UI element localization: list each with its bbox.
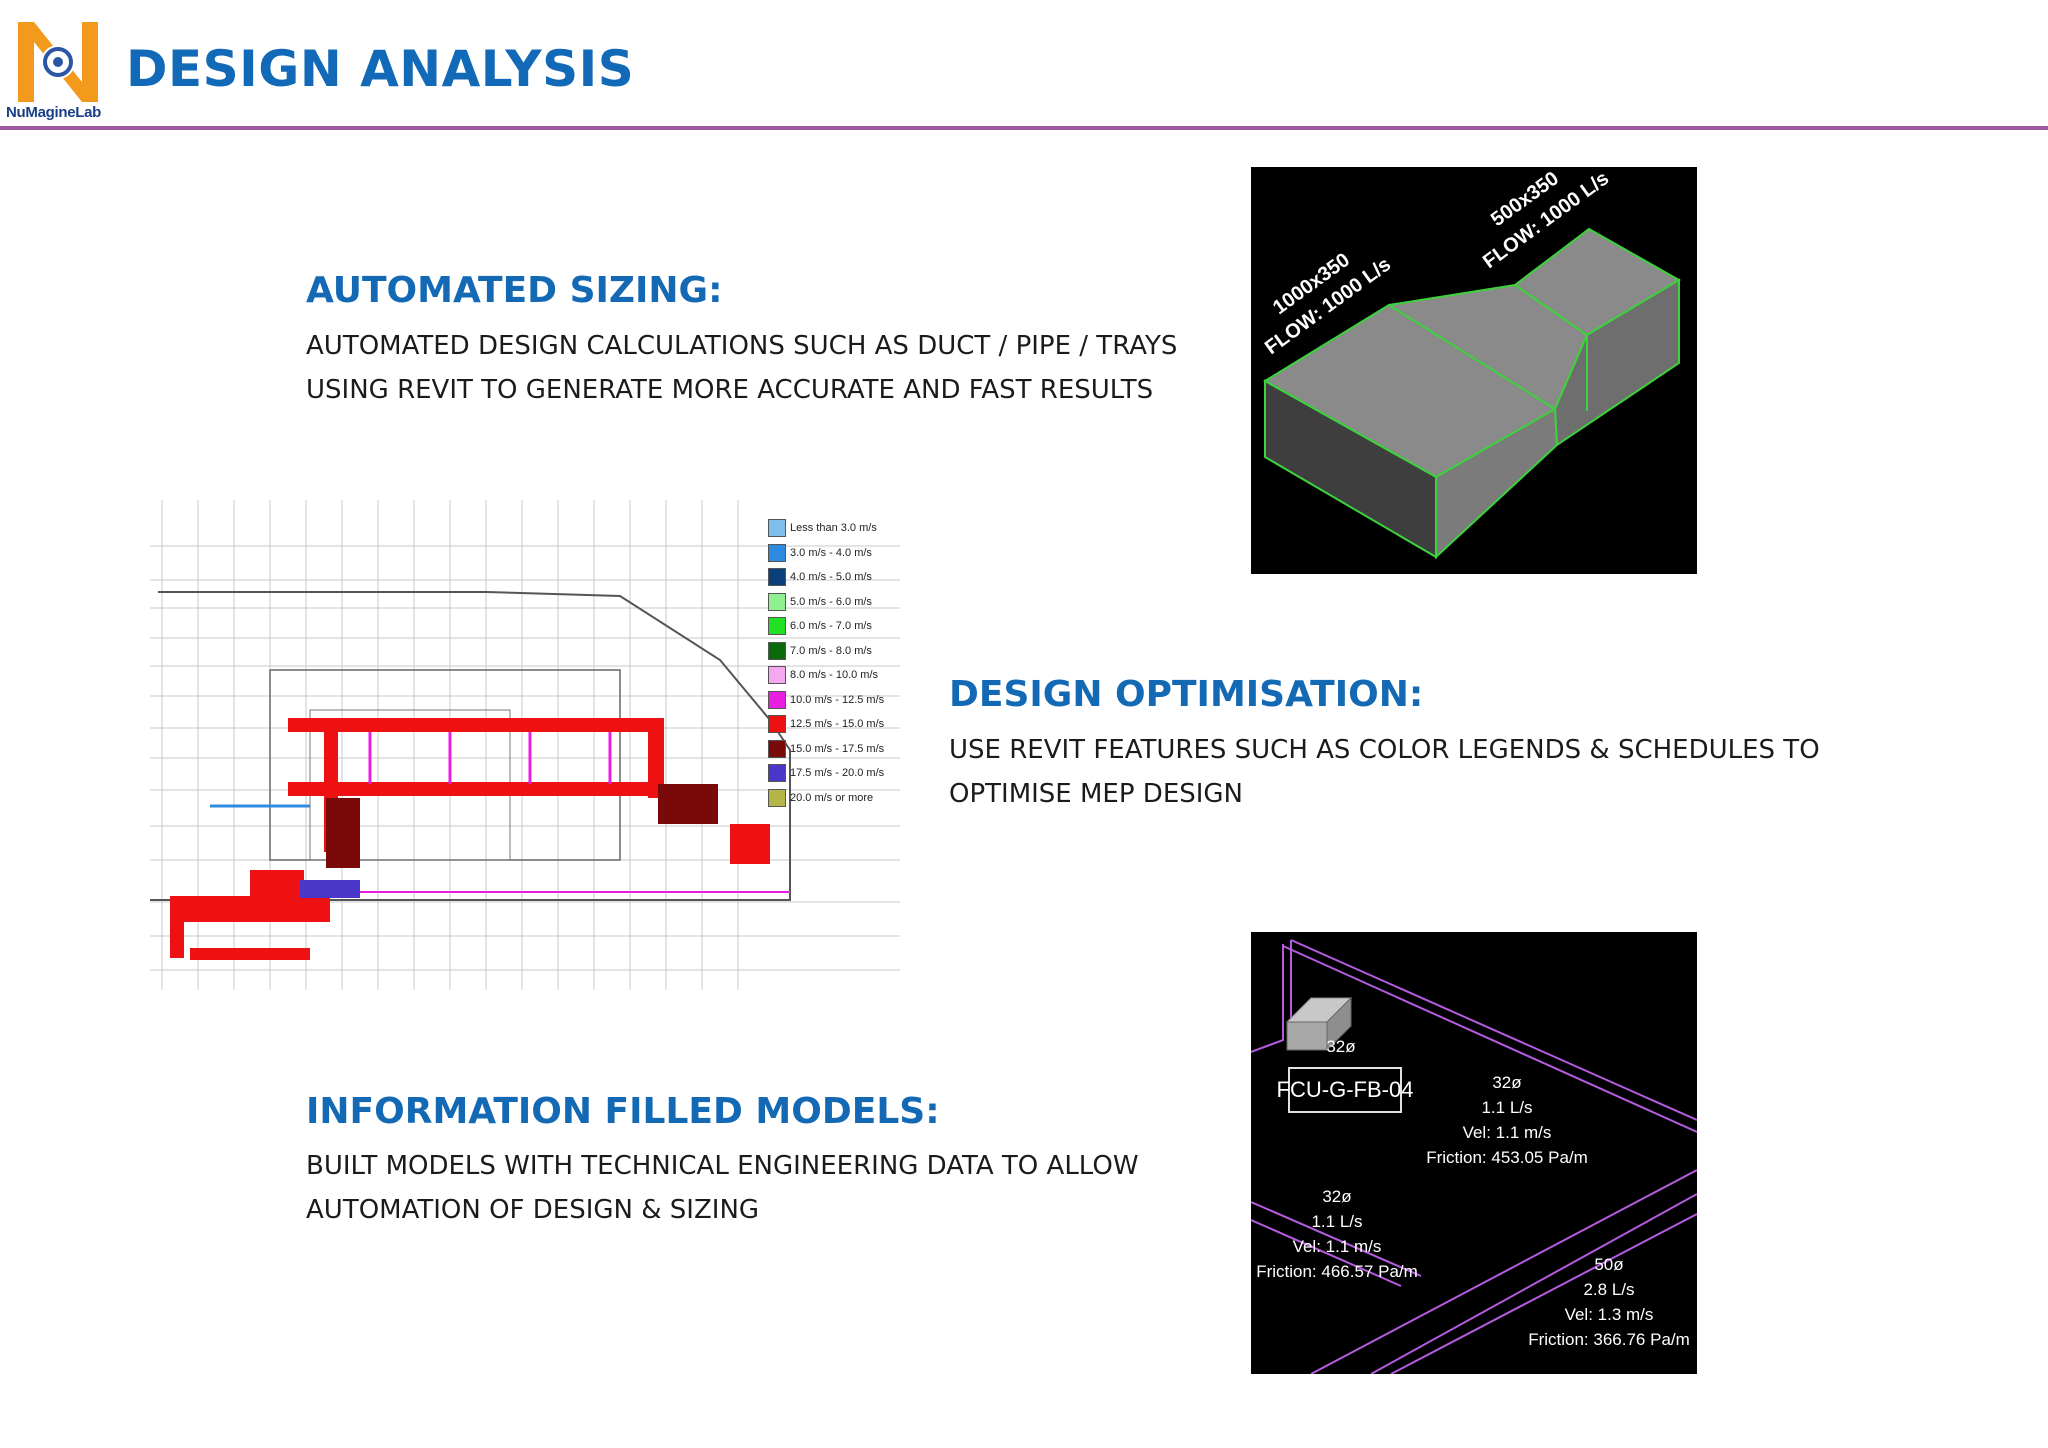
legend-swatch [768, 568, 786, 587]
text-line: OPTIMISE MEP DESIGN [949, 779, 1244, 809]
legend-label: 5.0 m/s - 6.0 m/s [790, 595, 872, 608]
legend-label: 4.0 m/s - 5.0 m/s [790, 571, 872, 584]
pipe1-line: 32ø [1492, 1073, 1521, 1092]
legend-swatch [768, 739, 786, 758]
velocity-legend: Less than 3.0 m/s 3.0 m/s - 4.0 m/s 4.0 … [768, 516, 884, 810]
legend-label: 7.0 m/s - 8.0 m/s [790, 644, 872, 657]
information-models-heading: INFORMATION FILLED MODELS: [306, 1091, 940, 1132]
legend-swatch [768, 543, 786, 562]
legend-swatch [768, 715, 786, 734]
unit-tag: FCU-G-FB-04 [1277, 1077, 1414, 1102]
text-line: AUTOMATION OF DESIGN & SIZING [306, 1195, 760, 1225]
pipe2-line: 32ø [1322, 1187, 1351, 1206]
legend-swatch [768, 690, 786, 709]
legend-swatch [768, 641, 786, 660]
text-line: USING REVIT TO GENERATE MORE ACCURATE AN… [306, 375, 1154, 405]
legend-swatch [768, 592, 786, 611]
text-line: AUTOMATED DESIGN CALCULATIONS SUCH AS DU… [306, 331, 1178, 361]
legend-item: 3.0 m/s - 4.0 m/s [768, 541, 884, 566]
duct-sizing-image: 1000x350 FLOW: 1000 L/s 500x350 FLOW: 10… [1251, 167, 1697, 574]
header-divider [0, 126, 2048, 130]
legend-item: 12.5 m/s - 15.0 m/s [768, 712, 884, 737]
automated-sizing-text: AUTOMATED DESIGN CALCULATIONS SUCH AS DU… [306, 324, 1177, 412]
legend-item: 10.0 m/s - 12.5 m/s [768, 688, 884, 713]
text-line: USE REVIT FEATURES SUCH AS COLOR LEGENDS… [949, 735, 1820, 765]
logo-wordmark: NuMagineLab [6, 104, 102, 121]
pipe1-line: Vel: 1.1 m/s [1463, 1123, 1552, 1142]
dia-label: 32ø [1326, 1037, 1355, 1056]
legend-label: 6.0 m/s - 7.0 m/s [790, 620, 872, 633]
legend-swatch [768, 519, 786, 538]
legend-item: 4.0 m/s - 5.0 m/s [768, 565, 884, 590]
pipe2-line: Vel: 1.1 m/s [1293, 1237, 1382, 1256]
pipe2-line: 1.1 L/s [1311, 1212, 1362, 1231]
pipe2-line: Friction: 466.57 Pa/m [1256, 1262, 1418, 1281]
page-title: DESIGN ANALYSIS [126, 40, 635, 98]
legend-item: 7.0 m/s - 8.0 m/s [768, 639, 884, 664]
legend-item: Less than 3.0 m/s [768, 516, 884, 541]
legend-label: 20.0 m/s or more [790, 791, 874, 804]
pipe3-line: Friction: 366.76 Pa/m [1528, 1330, 1690, 1349]
legend-label: 12.5 m/s - 15.0 m/s [790, 718, 885, 731]
pipe1-line: 1.1 L/s [1481, 1098, 1532, 1117]
automated-sizing-heading: AUTOMATED SIZING: [306, 270, 723, 311]
legend-item: 17.5 m/s - 20.0 m/s [768, 761, 884, 786]
legend-item: 8.0 m/s - 10.0 m/s [768, 663, 884, 688]
legend-item: 15.0 m/s - 17.5 m/s [768, 737, 884, 762]
design-optimisation-heading: DESIGN OPTIMISATION: [949, 674, 1424, 715]
company-logo [6, 18, 126, 128]
pipe3-line: 50ø [1594, 1255, 1623, 1274]
legend-item: 20.0 m/s or more [768, 786, 884, 811]
legend-swatch [768, 617, 786, 636]
pipe-schedule-image: FCU-G-FB-04 32ø 32ø 1.1 L/s Vel: 1.1 m/s… [1250, 932, 1698, 1375]
pipe3-line: Vel: 1.3 m/s [1565, 1305, 1654, 1324]
pipe1-line: Friction: 453.05 Pa/m [1426, 1148, 1588, 1167]
legend-label: 3.0 m/s - 4.0 m/s [790, 546, 872, 559]
duct-velocity-plan-image: Less than 3.0 m/s 3.0 m/s - 4.0 m/s 4.0 … [150, 500, 900, 996]
legend-swatch [768, 764, 786, 783]
information-models-text: BUILT MODELS WITH TECHNICAL ENGINEERING … [306, 1144, 1139, 1232]
legend-label: 17.5 m/s - 20.0 m/s [790, 767, 885, 780]
legend-label: Less than 3.0 m/s [790, 522, 877, 535]
legend-swatch [768, 666, 786, 685]
legend-item: 5.0 m/s - 6.0 m/s [768, 590, 884, 615]
design-optimisation-text: USE REVIT FEATURES SUCH AS COLOR LEGENDS… [949, 728, 1820, 816]
pipe3-line: 2.8 L/s [1583, 1280, 1634, 1299]
legend-swatch [768, 788, 786, 807]
fcu-unit-icon [1285, 996, 1353, 1052]
legend-label: 8.0 m/s - 10.0 m/s [790, 669, 879, 682]
legend-item: 6.0 m/s - 7.0 m/s [768, 614, 884, 639]
text-line: BUILT MODELS WITH TECHNICAL ENGINEERING … [306, 1151, 1139, 1181]
legend-label: 10.0 m/s - 12.5 m/s [790, 693, 885, 706]
legend-label: 15.0 m/s - 17.5 m/s [790, 742, 885, 755]
